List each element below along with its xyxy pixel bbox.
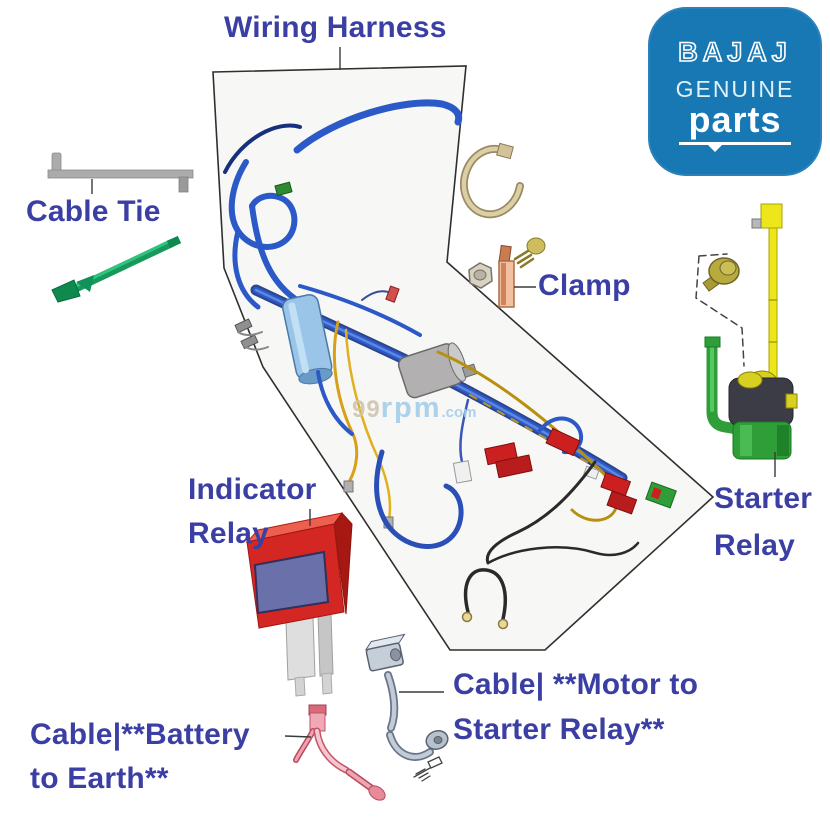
wiring-harness-label: Wiring Harness [224,11,447,44]
green-connector-top [274,181,293,197]
logo-arrow-down-icon [707,144,723,152]
cable-battery-label-line2: to Earth** [30,762,169,795]
coil-component [282,294,333,385]
logo-brand-text: BAJAJ [677,36,792,68]
indicator-relay-label: Indicator Relay [188,468,316,556]
cable-battery-to-earth-label: Cable|**Battery to Earth** [30,713,250,801]
starter-relay-label-line2: Relay [714,529,796,562]
wiring-harness-art [223,99,677,630]
bajaj-genuine-parts-logo: BAJAJ GENUINE parts [648,7,822,176]
starter-relay-label: Starter Relay [714,475,812,569]
small-screw-art [413,756,443,782]
clamp-bolt [513,237,546,269]
motor-starter-cable-art [364,633,449,782]
clamp-strip [498,244,515,308]
green-connector-right [645,481,677,509]
indicator-relay-art [245,512,353,697]
indicator-relay-label-line2: Relay [188,517,270,550]
logo-underline [679,142,791,152]
cable-motor-label-line2: Starter Relay** [453,713,665,746]
battery-earth-cable-art [293,704,386,801]
cable-tie-label: Cable Tie [26,195,161,228]
clamp-nut [468,262,493,289]
cable-tie-gray-art [47,152,194,193]
clamp-label: Clamp [538,269,631,302]
logo-parts-text: parts [688,99,782,140]
starter-relay-label-line1: Starter [714,482,813,515]
starter-relay-bolt [702,257,740,292]
clamp-art [459,142,546,308]
red-connector-cluster-b [600,472,638,515]
cable-motor-to-starter-label: Cable| **Motor to Starter Relay** [453,662,698,752]
cable-motor-label-line1: Cable| **Motor to [453,668,699,701]
logo-genuine-text: GENUINE [675,76,795,102]
small-bolts [234,318,269,351]
cable-tie-green-art [51,235,182,303]
starter-relay-art [695,203,798,460]
cable-battery-label-line1: Cable|**Battery [30,718,250,751]
red-connector-cluster-a [484,442,533,479]
leader-lines [91,47,776,738]
indicator-relay-label-line1: Indicator [188,473,317,506]
